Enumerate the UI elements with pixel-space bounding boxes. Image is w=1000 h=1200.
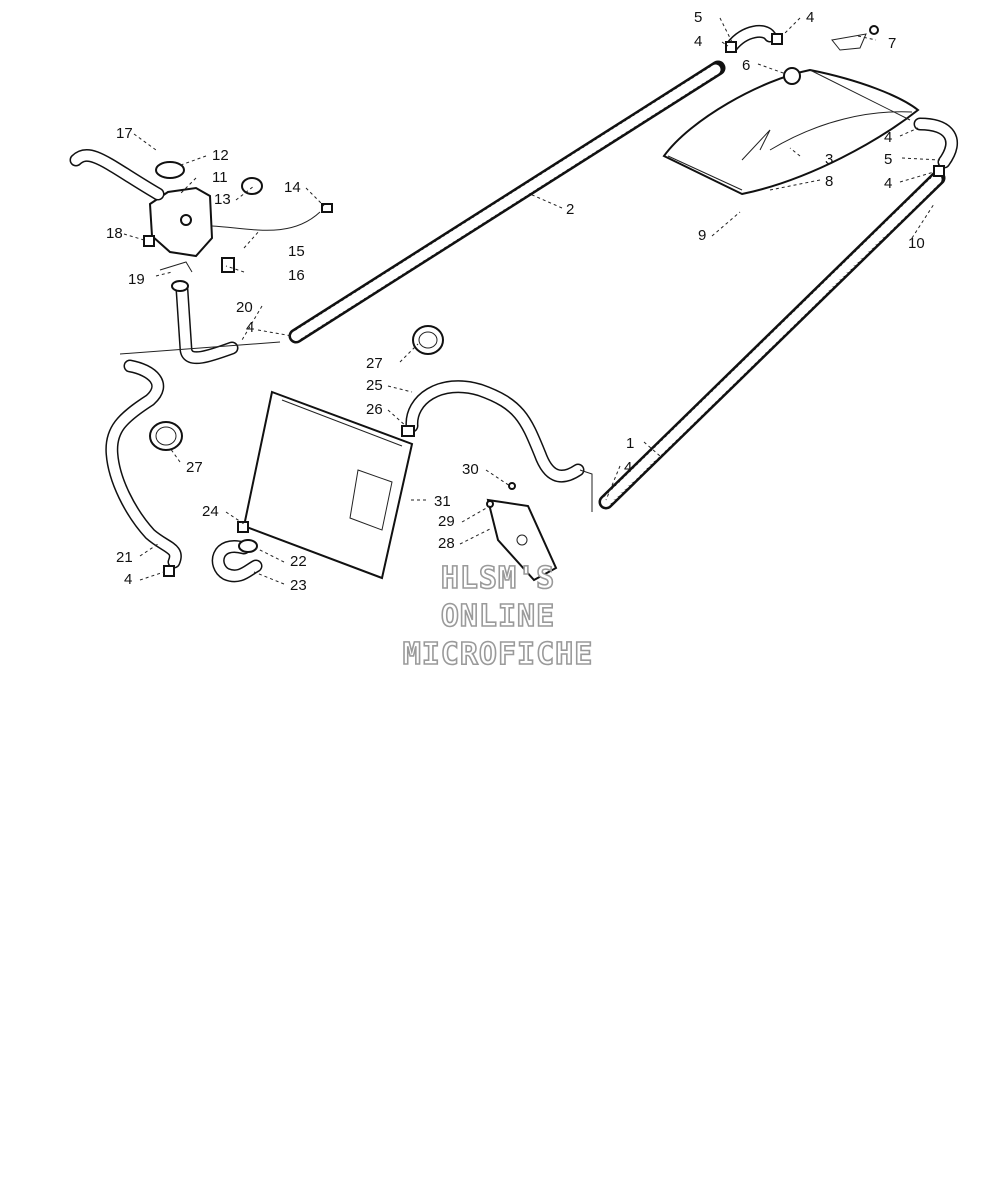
bracket-28 — [486, 482, 558, 582]
callout-16: 16 — [288, 267, 305, 284]
callout-12: 12 — [212, 147, 229, 164]
clamp-27-left — [149, 421, 183, 451]
callout-29: 29 — [438, 513, 455, 530]
radiator-panel — [242, 390, 414, 580]
coolant-bottle — [143, 161, 235, 273]
callout-4-hose-20: 4 — [246, 319, 254, 336]
callout-4-hose-21: 4 — [124, 571, 132, 588]
watermark-line-1: HLSM'S — [441, 561, 555, 596]
callout-4-right-upper: 4 — [884, 129, 892, 146]
callout-15: 15 — [288, 243, 305, 260]
callout-24: 24 — [202, 503, 219, 520]
callout-23: 23 — [290, 577, 307, 594]
callout-31: 31 — [434, 493, 451, 510]
vent-hose-17 — [69, 149, 165, 201]
callout-30: 30 — [462, 461, 479, 478]
callout-21: 21 — [116, 549, 133, 566]
callout-1: 1 — [626, 435, 634, 452]
callout-27-left: 27 — [186, 459, 203, 476]
callout-4-top-right: 4 — [806, 9, 814, 26]
callout-18: 18 — [106, 225, 123, 242]
callout-25: 25 — [366, 377, 383, 394]
callout-13: 13 — [214, 191, 231, 208]
callout-9: 9 — [698, 227, 706, 244]
parts-drawing — [69, 17, 959, 585]
bracket-7 — [831, 25, 879, 51]
hose-20 — [171, 280, 239, 365]
callout-4-top-left: 4 — [694, 33, 702, 50]
callout-22: 22 — [290, 553, 307, 570]
callout-8: 8 — [825, 173, 833, 190]
cooler-left — [288, 60, 726, 344]
callout-28: 28 — [438, 535, 455, 552]
callout-14: 14 — [284, 179, 301, 196]
callout-4-right-lower: 4 — [884, 175, 892, 192]
upper-connector-hose — [725, 24, 783, 53]
callout-10: 10 — [908, 235, 925, 252]
watermark-line-3: MICROFICHE — [403, 637, 594, 672]
callout-numbers: 1 2 3 4 4 4 4 4 4 4 5 5 6 7 8 9 10 11 12… — [106, 9, 925, 594]
watermark-line-2: ONLINE — [441, 599, 555, 634]
callout-6: 6 — [742, 57, 750, 74]
callout-7: 7 — [888, 35, 896, 52]
callout-27-upper: 27 — [366, 355, 383, 372]
clamp-27-upper — [412, 325, 444, 355]
callout-26: 26 — [366, 401, 383, 418]
callout-17: 17 — [116, 125, 133, 142]
leader-lines — [119, 17, 941, 585]
callout-5-right: 5 — [884, 151, 892, 168]
cooler-right — [598, 170, 946, 510]
callout-2: 2 — [566, 201, 574, 218]
hose-23 — [211, 521, 263, 583]
callout-19: 19 — [128, 271, 145, 288]
overflow-hose-15 — [211, 177, 333, 231]
callout-5-top: 5 — [694, 9, 702, 26]
callout-11: 11 — [212, 169, 228, 186]
watermark: HLSM'S ONLINE MICROFICHE — [402, 560, 594, 673]
hose-21 — [105, 359, 182, 577]
callout-4-cooler-1: 4 — [624, 459, 632, 476]
heat-exchanger-panel — [662, 67, 920, 196]
callout-20: 20 — [236, 299, 253, 316]
right-connector-hose — [913, 117, 959, 177]
callout-3: 3 — [825, 151, 833, 168]
hose-25 — [401, 380, 585, 483]
